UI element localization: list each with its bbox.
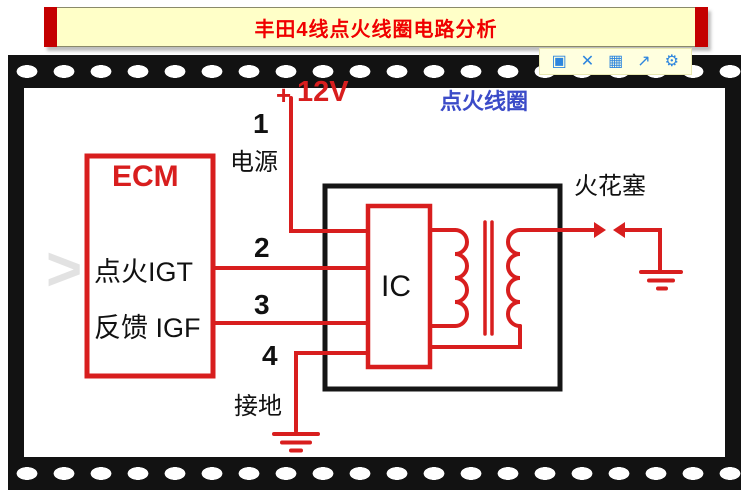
expand-icon[interactable]: ✕ bbox=[580, 52, 595, 70]
screenshot-icon[interactable]: ▣ bbox=[551, 52, 567, 70]
voltage-label: 12V bbox=[297, 76, 349, 108]
next-chevron-watermark-icon: > bbox=[46, 235, 83, 304]
spark-gap-arrow-left bbox=[613, 222, 625, 238]
ground-symbol-bottom bbox=[272, 432, 320, 453]
ecm-title: ECM bbox=[112, 160, 179, 193]
save-icon[interactable]: ▦ bbox=[608, 52, 624, 70]
title-banner: 丰田4线点火线圈电路分析 bbox=[44, 7, 708, 47]
transformer-core bbox=[483, 220, 494, 336]
pin-1-power-label: 电源 bbox=[230, 149, 278, 176]
pin-4-ground-label: 接地 bbox=[234, 393, 282, 420]
igt-signal-label: 点火IGT bbox=[94, 257, 193, 287]
pin-3-number: 3 bbox=[254, 289, 270, 320]
film-holes-bottom bbox=[8, 457, 741, 490]
spark-plug-ground-wire bbox=[622, 228, 662, 272]
pin-4-number: 4 bbox=[262, 340, 278, 371]
spark-gap-arrow-right bbox=[594, 222, 606, 238]
spark-plug-label: 火花塞 bbox=[574, 173, 646, 200]
settings-icon[interactable]: ⚙ bbox=[664, 52, 679, 70]
export-icon[interactable]: ↗ bbox=[637, 52, 651, 70]
film-strip-frame bbox=[8, 55, 741, 490]
ignition-coil-label: 点火线圈 bbox=[440, 89, 529, 114]
banner-right-cap bbox=[695, 7, 708, 47]
secondary-coil bbox=[506, 228, 522, 328]
annotation-toolbar: ▣ ✕ ▦ ↗ ⚙ bbox=[538, 48, 692, 75]
ic-box bbox=[365, 203, 433, 370]
secondary-bottom-lead bbox=[430, 324, 522, 349]
primary-coil bbox=[453, 228, 469, 328]
wire-4-ground bbox=[294, 351, 370, 433]
banner-left-cap bbox=[44, 7, 57, 47]
page-title: 丰田4线点火线圈电路分析 bbox=[254, 18, 498, 41]
igniter-assembly-box bbox=[322, 183, 563, 392]
igf-feedback-label: 反馈 IGF bbox=[94, 313, 201, 343]
ground-symbol-right bbox=[639, 270, 683, 291]
pin-1-number: 1 bbox=[253, 108, 269, 139]
wire-1-power bbox=[289, 96, 370, 233]
plus-sign: + bbox=[276, 80, 292, 110]
ic-label: IC bbox=[381, 270, 411, 303]
pin-2-number: 2 bbox=[254, 232, 270, 263]
